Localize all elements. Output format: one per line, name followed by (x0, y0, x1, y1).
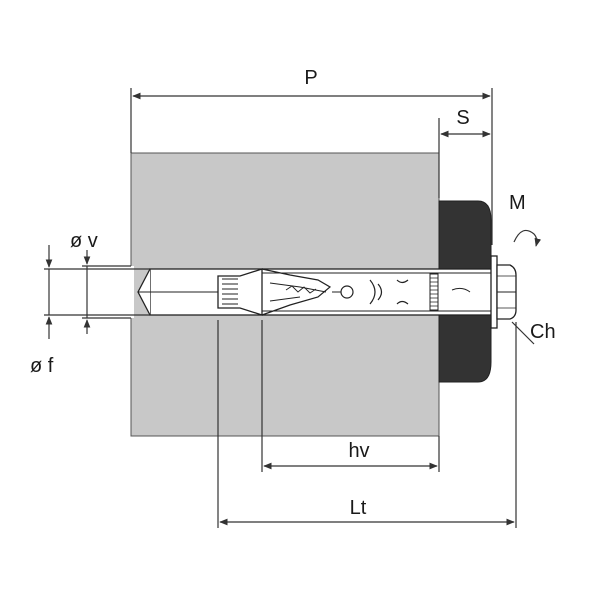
dimension-hv: hv (261, 320, 440, 472)
label-S: S (456, 107, 469, 129)
dimension-phi-v: ø v (70, 230, 131, 334)
label-Lt: Lt (350, 497, 367, 519)
torque-M: M (509, 192, 542, 247)
hex-nut (496, 264, 517, 320)
washer (490, 255, 498, 329)
label-hv: hv (348, 440, 369, 462)
label-M: M (509, 192, 526, 214)
anchor-body (137, 268, 493, 316)
label-P: P (304, 67, 317, 89)
dimension-Lt: Lt (217, 320, 517, 528)
label-phi-v: ø v (70, 230, 98, 252)
drill-hole-left (108, 266, 134, 318)
wrench-size-Ch: Ch (511, 321, 556, 345)
dimension-P: P (130, 67, 493, 245)
label-Ch: Ch (530, 321, 556, 343)
dimension-phi-f: ø f (30, 245, 150, 377)
label-phi-f: ø f (30, 355, 54, 377)
dimension-S: S (438, 107, 491, 198)
